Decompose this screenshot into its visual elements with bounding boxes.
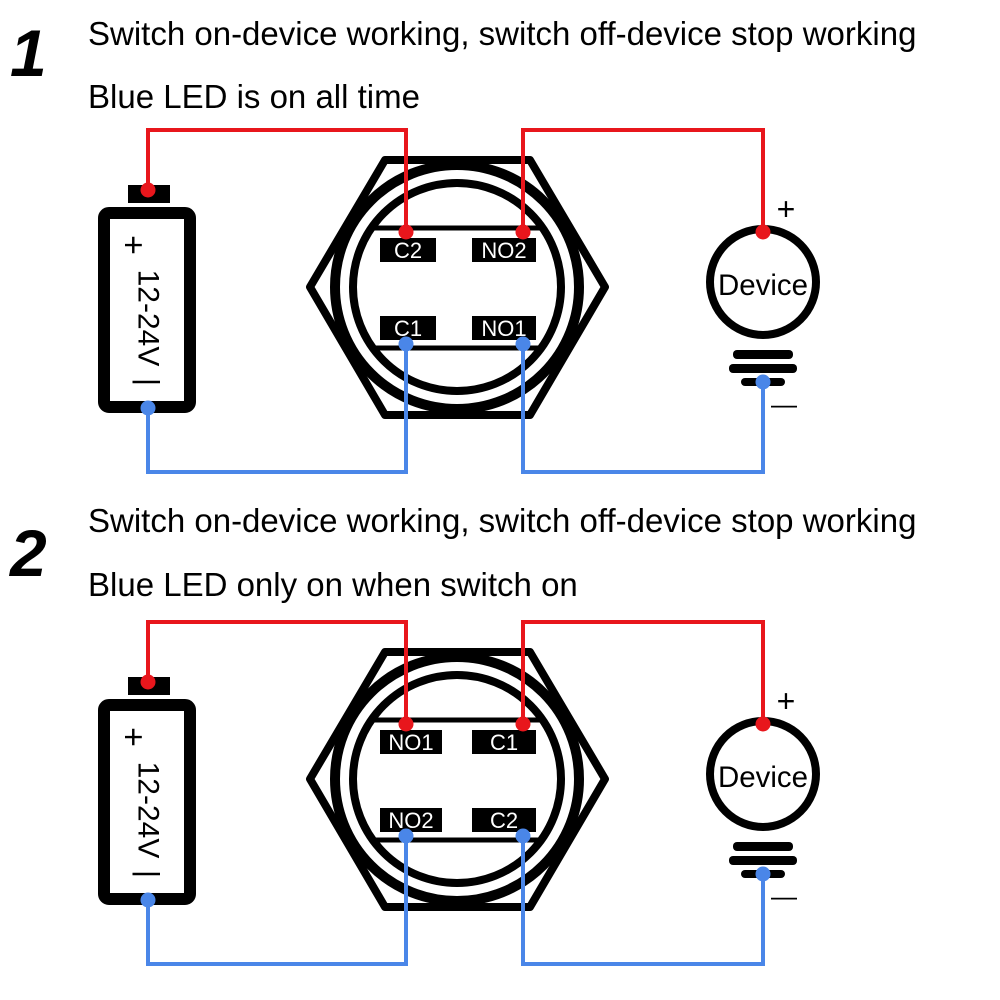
switch-body [306, 648, 609, 911]
diagram-2-number: 2 [10, 516, 47, 590]
terminal-bottom-right-label: C2 [490, 808, 518, 833]
battery-plus-sign: + [114, 235, 152, 255]
device-label: Device [718, 269, 808, 302]
switch-outer-ring [330, 652, 584, 906]
positive-wires [146, 620, 765, 724]
terminal-bottom-right-label: NO1 [481, 316, 526, 341]
diagram-1-description-line-2: Blue LED is on all time [88, 78, 420, 115]
switch-inner-ring [349, 671, 565, 887]
negative-wires [146, 344, 765, 474]
switch-inner-ring [349, 179, 565, 395]
switch-hex-nut [306, 648, 609, 911]
terminal-bottom-left: NO2 [380, 808, 442, 833]
positive-wire-c1-to-device [521, 620, 765, 724]
battery-minus-sign: | [132, 870, 165, 878]
terminal-bottom-right: NO1 [472, 316, 536, 341]
device-plus-sign: + [777, 683, 796, 719]
diagram-2-description-line-1: Switch on-device working, switch off-dev… [88, 502, 917, 539]
negative-wires [146, 836, 765, 966]
device: Device + — [706, 191, 820, 419]
device-base-bar-2 [729, 364, 797, 373]
wire-junction-dots [140, 182, 771, 416]
battery-plus-sign: + [114, 727, 152, 747]
battery-voltage-label: 12-24V [132, 270, 165, 367]
terminal-top-right: NO2 [472, 238, 536, 263]
diagram-2-description-line-2: Blue LED only on when switch on [88, 566, 578, 603]
battery-minus-sign: | [132, 378, 165, 386]
terminal-top-left-label: NO1 [388, 730, 433, 755]
wiring-diagram-1: C2 NO2 C1 NO1 + 12-24V | Device + — [98, 128, 820, 474]
terminal-top-left: NO1 [380, 730, 442, 755]
diagram-1-description-line-1: Switch on-device working, switch off-dev… [88, 15, 917, 52]
device-minus-sign: — [771, 881, 797, 911]
negative-wire-battery-to-c1 [146, 344, 408, 474]
terminal-top-left-label: C2 [394, 238, 422, 263]
terminal-top-left: C2 [380, 238, 436, 263]
positive-wires [146, 128, 765, 232]
negative-wire-c2-to-device [521, 836, 765, 966]
wire-junction-dots [140, 674, 771, 908]
terminal-top-right-label: C1 [490, 730, 518, 755]
terminal-top-right-label: NO2 [481, 238, 526, 263]
battery: + 12-24V | [98, 185, 196, 413]
positive-wire-battery-to-no1 [146, 620, 408, 724]
device-base-bar-1 [733, 350, 793, 359]
positive-wire-battery-to-c2 [146, 128, 408, 232]
device-plus-sign: + [777, 191, 796, 227]
negative-wire-no1-to-device [521, 344, 765, 474]
switch-outer-ring [330, 160, 584, 414]
device-base-bar-1 [733, 842, 793, 851]
wiring-diagram-2: NO1 C1 NO2 C2 + 12-24V | Device + — [98, 620, 820, 966]
terminal-bottom-right: C2 [472, 808, 536, 833]
terminal-top-right: C1 [472, 730, 536, 755]
positive-wire-no2-to-device [521, 128, 765, 232]
device-base-bar-2 [729, 856, 797, 865]
terminal-bottom-left-label: NO2 [388, 808, 433, 833]
device-minus-sign: — [771, 389, 797, 419]
switch-body [306, 156, 609, 419]
diagram-1-number: 1 [10, 16, 47, 90]
device: Device + — [706, 683, 820, 911]
switch-hex-nut [306, 156, 609, 419]
device-label: Device [718, 761, 808, 794]
negative-wire-battery-to-no2 [146, 836, 408, 966]
battery-voltage-label: 12-24V [132, 762, 165, 859]
battery: + 12-24V | [98, 677, 196, 905]
